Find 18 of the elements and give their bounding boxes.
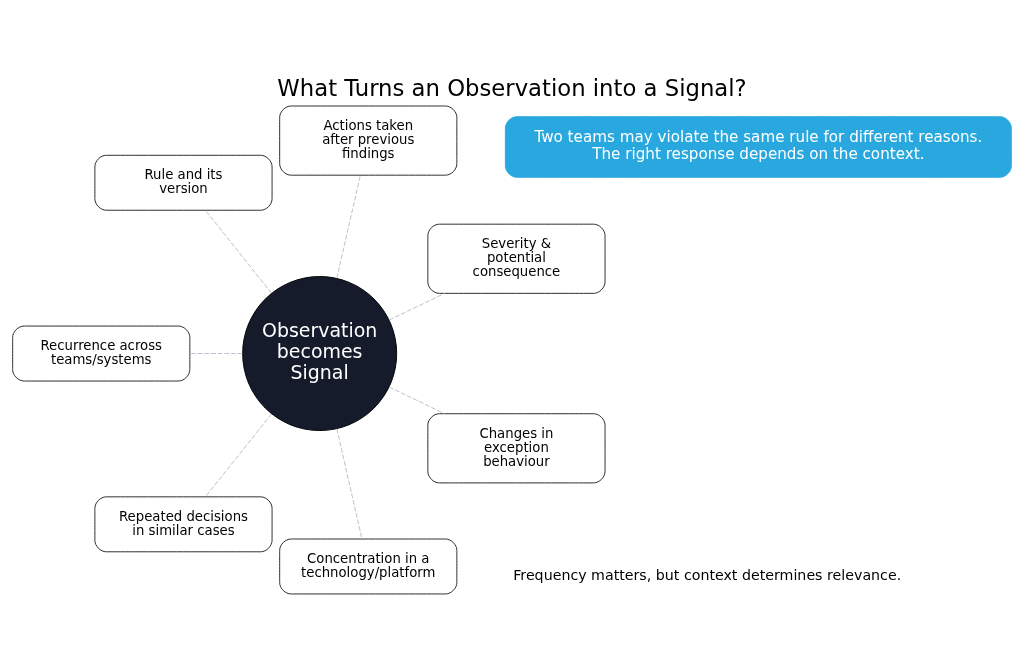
diagram-title: What Turns an Observation into a Signal? <box>277 74 747 101</box>
node-box: Concentration in a technology/platform <box>279 538 458 594</box>
node-box: Repeated decisions in similar cases <box>94 495 273 552</box>
node-box: Changes in exception behaviour <box>427 412 606 483</box>
node-box: Rule and its version <box>94 154 273 211</box>
connector <box>336 174 361 279</box>
node-box: Severity & potential consequence <box>427 223 606 294</box>
node-box: Two teams may violate the same rule for different reasons. The right response depends on the context. <box>504 115 1012 178</box>
connector <box>336 427 363 539</box>
label: Frequency matters, but context determines relevance. <box>513 566 902 583</box>
connector <box>205 413 272 497</box>
connector <box>189 352 243 354</box>
node-box: Recurrence across teams/systems <box>12 325 191 381</box>
connector <box>388 292 446 320</box>
node-circle: Observation becomes Signal <box>242 275 398 431</box>
connector <box>205 209 272 294</box>
node-box: Actions taken after previous findings <box>279 105 458 176</box>
connector <box>388 386 446 414</box>
